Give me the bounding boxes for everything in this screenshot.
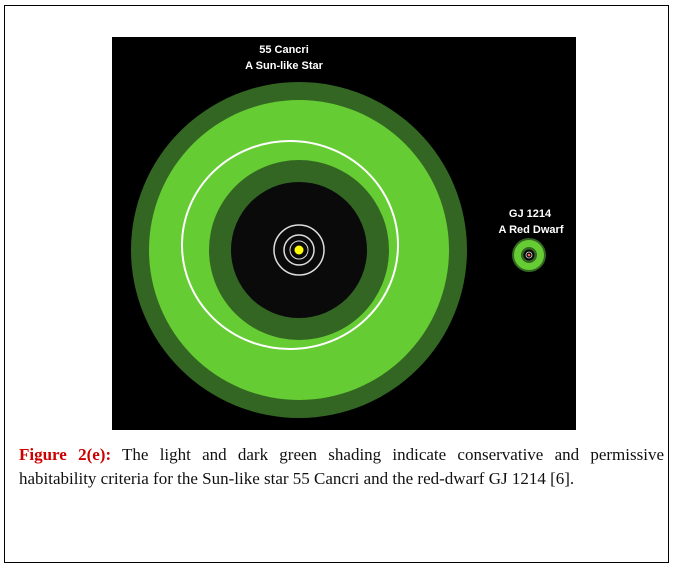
- cancri-orbit-3: [273, 224, 325, 276]
- cancri-star: [294, 245, 304, 255]
- gj1214-desc-label: A Red Dwarf: [499, 224, 564, 236]
- cancri-orbit-1: [289, 240, 309, 260]
- caption-label: Figure 2(e):: [19, 445, 112, 464]
- cancri-outer-orbit: [181, 140, 399, 350]
- habitable-zone-figure: 55 Cancri A Sun-like Star GJ 1214 A Red …: [112, 37, 576, 430]
- gj1214-orbit: [525, 251, 533, 259]
- figure-caption: Figure 2(e): The light and dark green sh…: [19, 443, 664, 491]
- cancri-orbit-2: [283, 234, 315, 266]
- gj1214-star: [527, 253, 531, 257]
- figure-frame: 55 Cancri A Sun-like Star GJ 1214 A Red …: [4, 5, 669, 563]
- cancri-desc-label: A Sun-like Star: [245, 60, 324, 72]
- gj1214-system: [512, 238, 546, 272]
- cancri-system: [131, 82, 467, 418]
- caption-text: The light and dark green shading indicat…: [19, 445, 664, 488]
- cancri-name-label: 55 Cancri: [259, 44, 309, 56]
- gj1214-name-label: GJ 1214: [509, 208, 552, 220]
